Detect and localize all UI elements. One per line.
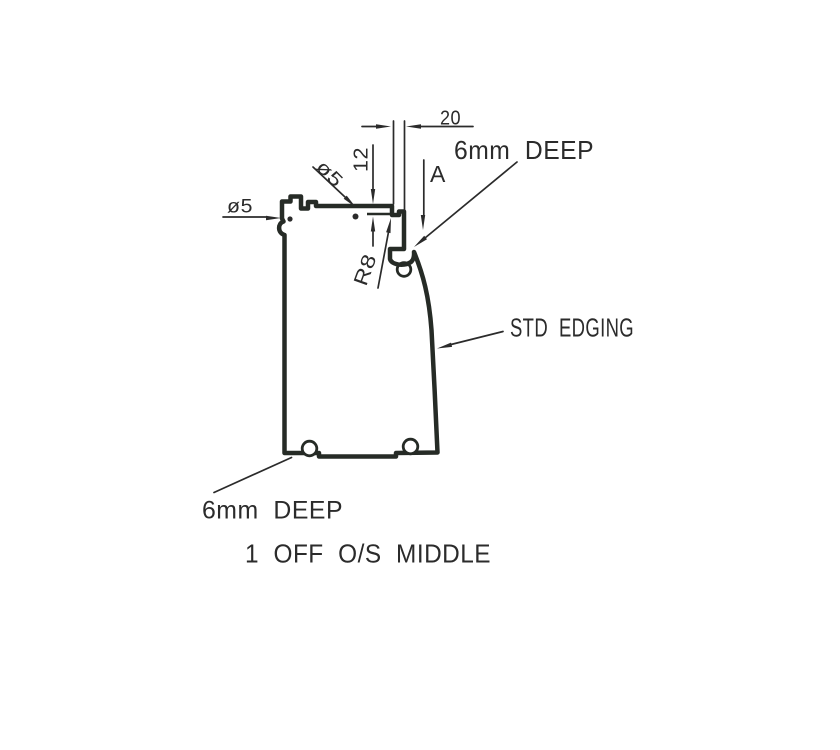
edging-label: STD EDGING [510, 313, 634, 343]
dim20-label: 20 [440, 108, 461, 130]
dim12-arrow-down [370, 189, 376, 204]
profile-outline [276, 194, 440, 459]
dia5-left-label: ø5 [227, 197, 253, 218]
edging-leader [450, 330, 504, 346]
groove-top-arrow [414, 235, 427, 247]
dim12-arrow-up [370, 216, 376, 232]
dia5-left-arrow [266, 215, 281, 221]
dia5-top-label: ø5 [311, 157, 346, 192]
top-hole-center-mark [352, 213, 359, 220]
drawing-title: 1 OFF O/S MIDDLE [245, 539, 491, 569]
screw-hole-left [300, 439, 319, 458]
dim20-arrow-right [406, 124, 421, 129]
dim20-arrow-left [376, 124, 391, 129]
annotations: 20 12 ø5 ø5 A 6mm DEEP R8 STD EDGING 6mm… [202, 108, 634, 569]
radius-label: R8 [350, 251, 382, 289]
screw-hole-right [401, 437, 420, 456]
dim12-label: 12 [351, 147, 373, 172]
radius-leader [377, 231, 390, 289]
dimension-lines [213, 120, 518, 494]
groove-top-label: 6mm DEEP [454, 135, 594, 165]
section-a-label: A [430, 161, 446, 187]
dia5-top-arrow [343, 195, 356, 208]
groove-top-leader [424, 161, 518, 239]
left-hole-center-mark [287, 216, 293, 222]
dia5-top-leader [312, 166, 347, 199]
radius-arrow [386, 218, 391, 234]
edging-arrow [437, 342, 453, 349]
groove-bottom-label: 6mm DEEP [202, 497, 343, 525]
groove-bottom-leader [213, 456, 293, 494]
section-a-arrow [420, 215, 426, 230]
